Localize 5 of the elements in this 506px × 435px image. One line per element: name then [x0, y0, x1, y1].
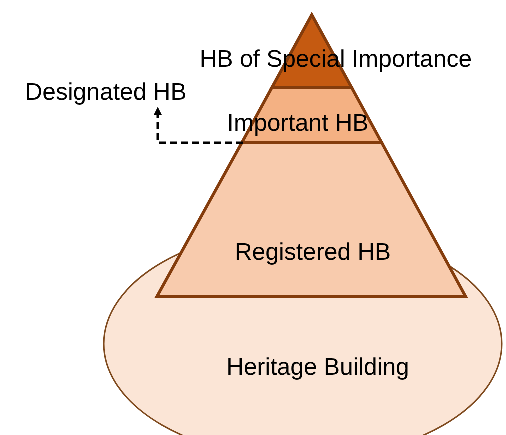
- arrow: [154, 107, 243, 144]
- level-label: Important HB: [227, 110, 369, 138]
- level-label: Heritage Building: [226, 354, 410, 382]
- category-label: Designated HB: [25, 79, 187, 107]
- level-label: Registered HB: [234, 239, 392, 267]
